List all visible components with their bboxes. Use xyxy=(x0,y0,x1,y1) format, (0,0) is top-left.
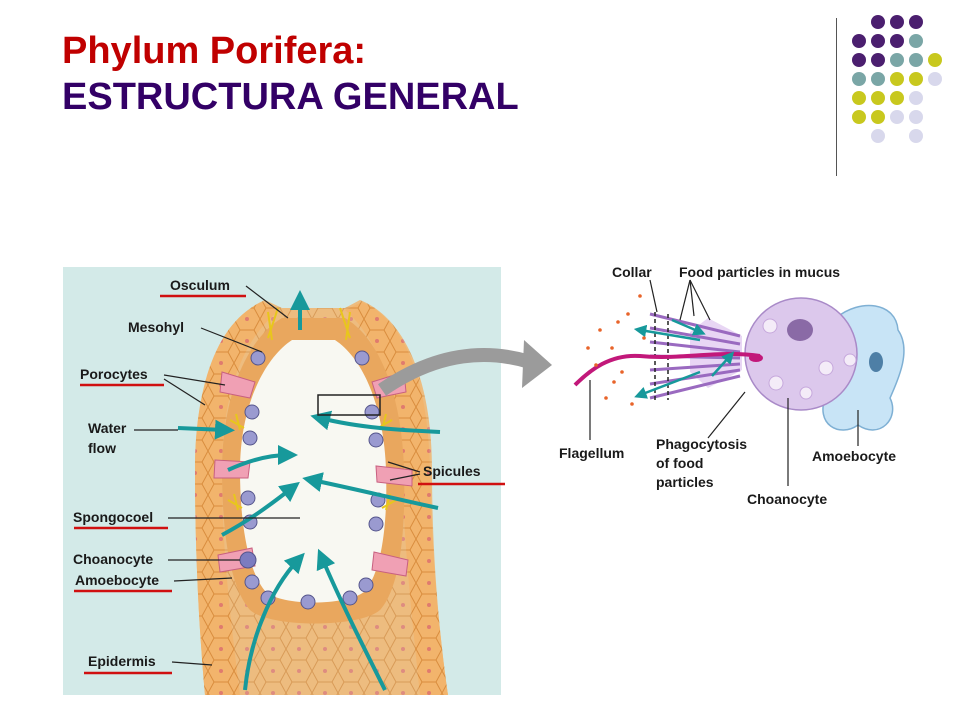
decorative-dot xyxy=(852,110,866,124)
decorative-dot xyxy=(871,34,885,48)
zoom-arrow-head xyxy=(522,340,552,388)
label-collar: Collar xyxy=(612,264,652,280)
decorative-dot xyxy=(890,34,904,48)
label-amoebocyte: Amoebocyte xyxy=(75,572,159,588)
label-spicules: Spicules xyxy=(423,463,481,479)
decorative-dot xyxy=(909,91,923,105)
decorative-dot xyxy=(909,129,923,143)
decorative-dot xyxy=(852,53,866,67)
decorative-dot xyxy=(909,110,923,124)
leader-lines xyxy=(134,285,421,666)
slide-title: Phylum Porifera: ESTRUCTURA GENERAL xyxy=(62,28,519,120)
label-phagocytosis-2: of food xyxy=(656,455,703,471)
label-choanocyte: Choanocyte xyxy=(73,551,153,567)
cell-detail xyxy=(573,294,905,431)
decorative-dot xyxy=(890,110,904,124)
decorative-dot xyxy=(890,15,904,29)
zoom-arrow xyxy=(378,348,533,396)
decorative-dot xyxy=(852,72,866,86)
label-amoebocyte-cell: Amoebocyte xyxy=(812,448,896,464)
decorative-dot xyxy=(909,34,923,48)
decorative-dot xyxy=(852,34,866,48)
decorative-dot xyxy=(928,53,942,67)
decorative-dot xyxy=(871,53,885,67)
decorative-dot xyxy=(909,15,923,29)
label-epidermis: Epidermis xyxy=(88,653,156,669)
cell-labels: Collar Food particles in mucus Flagellum… xyxy=(559,264,896,507)
decorative-dot xyxy=(928,72,942,86)
title-line-2: ESTRUCTURA GENERAL xyxy=(62,76,519,118)
label-mesohyl: Mesohyl xyxy=(128,319,184,335)
label-osculum: Osculum xyxy=(170,277,230,293)
label-food-particles: Food particles in mucus xyxy=(679,264,840,280)
decorative-dot xyxy=(890,91,904,105)
label-phagocytosis-1: Phagocytosis xyxy=(656,436,747,452)
label-underlines xyxy=(74,294,505,675)
water-flow-arrows xyxy=(177,290,441,691)
label-water-flow-1: Water xyxy=(88,420,127,436)
decorative-dot xyxy=(871,91,885,105)
sponge-body xyxy=(195,300,448,695)
label-flagellum: Flagellum xyxy=(559,445,624,461)
decorative-dot xyxy=(909,72,923,86)
decorative-dot xyxy=(871,72,885,86)
decorative-dot xyxy=(871,129,885,143)
decorative-dot xyxy=(909,53,923,67)
decorative-dot xyxy=(871,15,885,29)
sponge-labels: Osculum Mesohyl Porocytes Water flow Spi… xyxy=(73,277,481,669)
label-porocytes: Porocytes xyxy=(80,366,148,382)
title-line-1: Phylum Porifera: xyxy=(62,30,367,72)
cell-leader-lines xyxy=(589,279,859,486)
decorative-dot xyxy=(852,91,866,105)
decorative-dot xyxy=(890,53,904,67)
zoom-box xyxy=(317,394,381,416)
label-choanocyte-cell: Choanocyte xyxy=(747,491,827,507)
decorative-divider xyxy=(836,18,837,176)
decorative-dot xyxy=(871,110,885,124)
label-spongocoel: Spongocoel xyxy=(73,509,153,525)
decorative-dot xyxy=(890,72,904,86)
label-phagocytosis-3: particles xyxy=(656,474,714,490)
label-water-flow-2: flow xyxy=(88,440,116,456)
